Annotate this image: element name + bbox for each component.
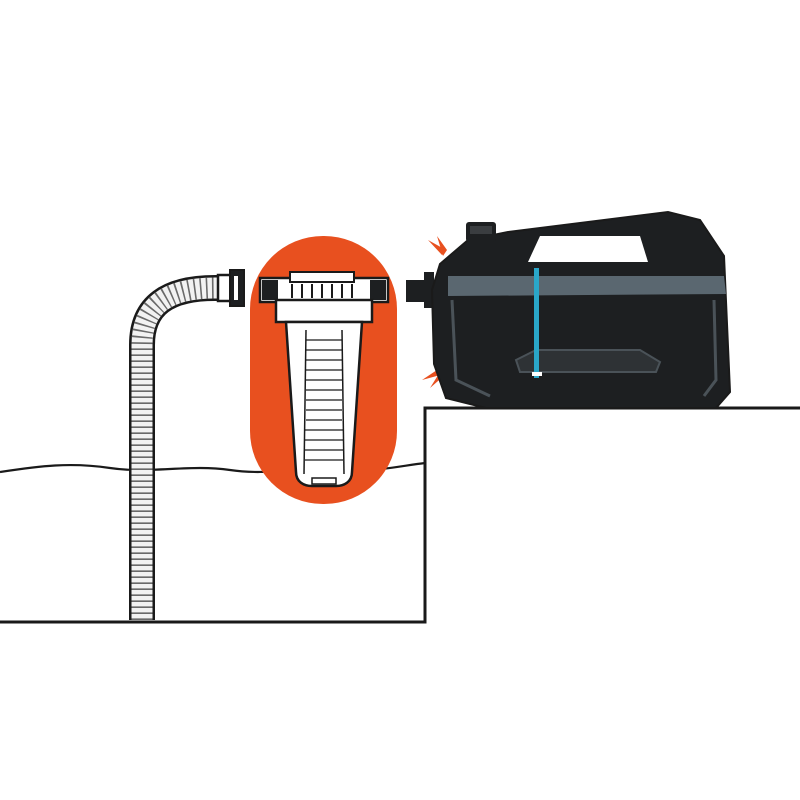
pump-inlet-connector [406,272,434,308]
pre-filter [250,236,397,504]
hose-coupling [216,269,245,307]
suction-hose [129,275,222,620]
ground-outline [0,406,800,624]
garden-pump [430,210,732,409]
